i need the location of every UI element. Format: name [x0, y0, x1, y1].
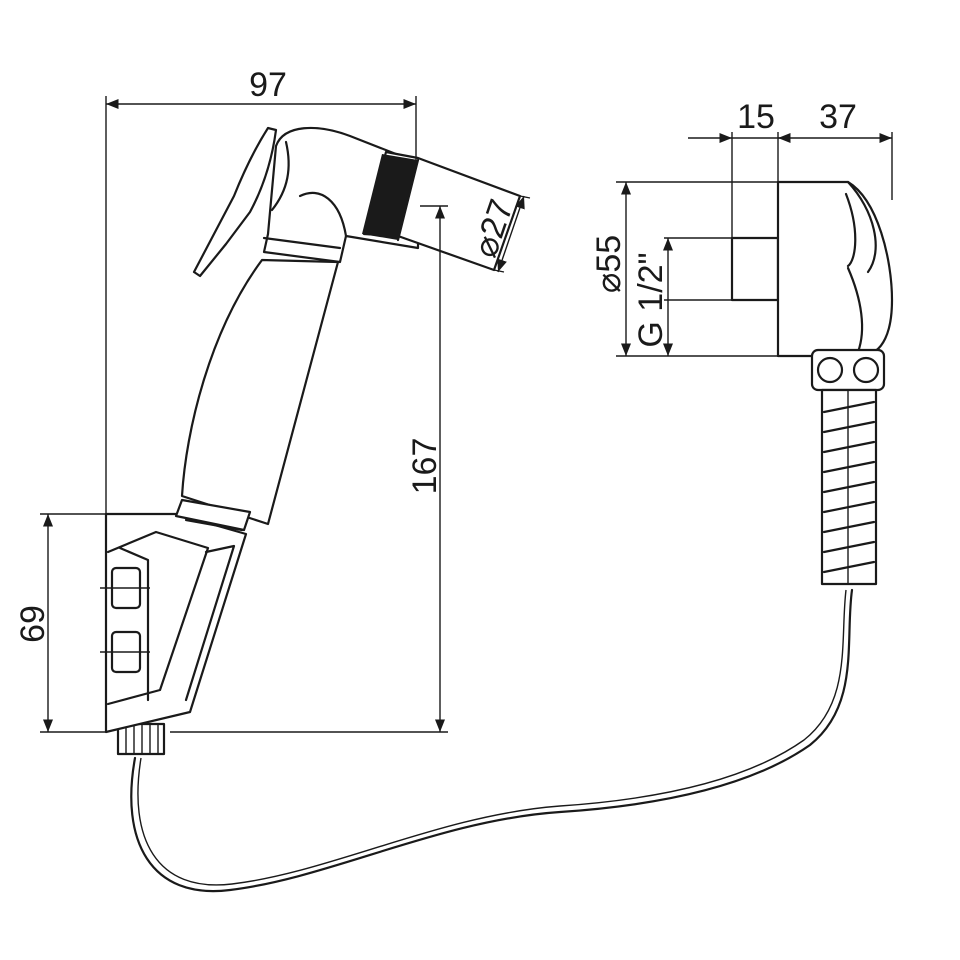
holder-body [776, 180, 894, 358]
dim-depth: 37 [778, 98, 892, 144]
flexible-hose [130, 588, 854, 893]
hose-nut [116, 722, 166, 756]
wall-bracket [100, 512, 248, 734]
dim-holder-diameter-label: ⌀55 [590, 235, 628, 293]
hand-shower-side-view: 97 167 69 ⌀27 [14, 66, 854, 893]
hose-conduit [820, 388, 878, 586]
spray-lever[interactable] [192, 126, 278, 278]
dim-depth-label: 37 [819, 98, 857, 136]
wall-holder-side-view: 15 37 ⌀55 G 1/2" [590, 98, 894, 586]
shower-handle [174, 258, 340, 532]
dim-offset: 15 [688, 98, 788, 144]
dim-bracket-label: 69 [14, 605, 52, 643]
dim-offset-label: 15 [737, 98, 775, 136]
dim-bracket: 69 [14, 513, 106, 733]
dim-height-label: 167 [406, 438, 444, 495]
dim-width-label: 97 [249, 66, 287, 104]
holder-connector [810, 348, 886, 392]
wall-plate [730, 236, 780, 302]
dim-height: 167 [170, 205, 448, 733]
dim-holder-diameter: ⌀55 [590, 182, 632, 356]
dim-thread: G 1/2" [632, 238, 674, 356]
dim-width: 97 [105, 66, 417, 520]
dim-thread-label: G 1/2" [632, 252, 670, 347]
